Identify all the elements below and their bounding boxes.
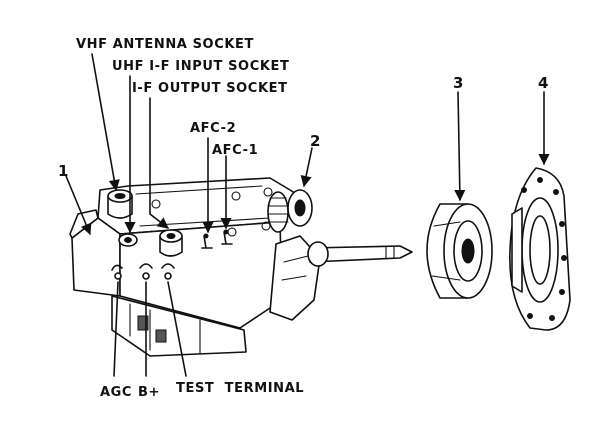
mount-hole — [151, 199, 161, 209]
callout-1: 1 — [58, 162, 68, 180]
b-plus-label: B+ — [138, 385, 160, 400]
front-lugs — [111, 263, 175, 280]
afc-terminals — [201, 229, 233, 249]
tuner-shaft-assembly — [267, 189, 413, 267]
if-output-socket-part — [159, 229, 183, 257]
test-terminal-label: TEST TERMINAL — [176, 381, 304, 396]
callout-2: 2 — [310, 132, 320, 150]
detent-ring — [426, 203, 493, 299]
uhf-if-input-socket-part — [118, 233, 138, 247]
mount-hole — [231, 191, 241, 201]
mount-hole — [263, 187, 273, 197]
uhf-if-input-socket-label: UHF I-F INPUT SOCKET — [112, 59, 289, 74]
vhf-antenna-socket-part — [107, 189, 133, 219]
base-slot — [155, 329, 167, 343]
base-slot — [137, 315, 149, 331]
callout-4: 4 — [538, 74, 548, 92]
leader-lines — [65, 53, 550, 377]
agc-label: AGC — [100, 385, 132, 400]
callout-3: 3 — [453, 74, 463, 92]
if-output-socket-label: I-F OUTPUT SOCKET — [132, 81, 288, 96]
vhf-antenna-socket-label: VHF ANTENNA SOCKET — [76, 37, 254, 52]
afc-2-label: AFC-2 — [190, 121, 236, 136]
mounting-plate — [509, 167, 571, 331]
afc-1-label: AFC-1 — [212, 143, 258, 158]
